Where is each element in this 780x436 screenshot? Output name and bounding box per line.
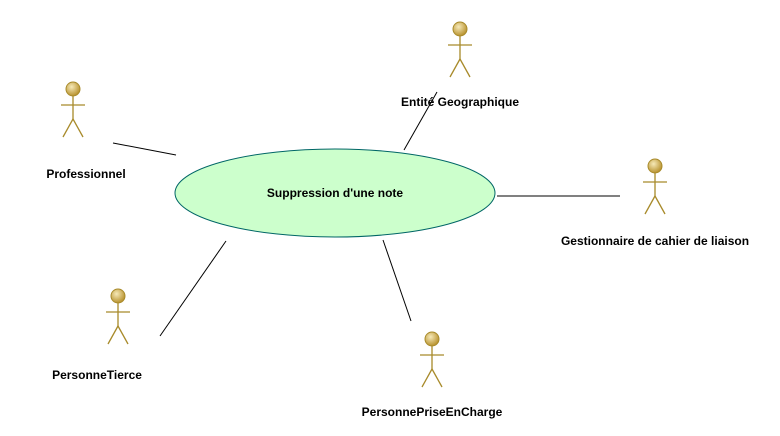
use-case-label: Suppression d'une note (266, 186, 404, 200)
actor-gestionnaire-label: Gestionnaire de cahier de liaison (560, 234, 750, 248)
use-case-ellipse[interactable] (174, 148, 496, 238)
actor-tierce-label: PersonneTierce (52, 368, 142, 382)
actor-professionnel-icon[interactable] (61, 81, 85, 138)
actor-prise-icon[interactable] (420, 331, 444, 388)
actor-entite-label: Entité Geographique (400, 95, 520, 109)
association-professionnel (112, 142, 177, 156)
actor-professionnel-label: Professionnel (46, 167, 126, 181)
actor-entite-icon[interactable] (448, 21, 472, 78)
association-tierce (159, 240, 227, 337)
actor-tierce-icon[interactable] (106, 288, 130, 345)
actor-prise-label: PersonnePriseEnCharge (361, 405, 503, 419)
association-entite (403, 91, 438, 151)
actor-gestionnaire-icon[interactable] (643, 158, 667, 215)
association-prise (382, 239, 412, 322)
